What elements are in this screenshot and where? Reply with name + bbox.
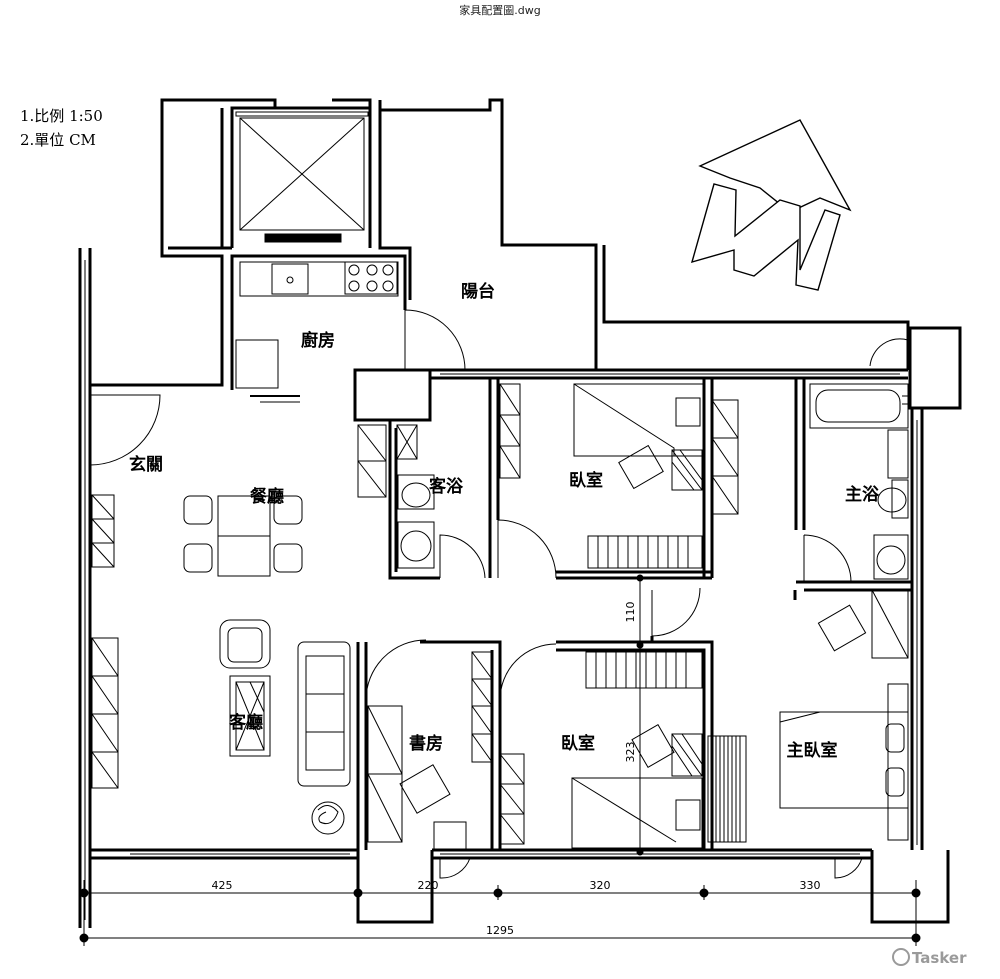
dim-330: 330 bbox=[800, 879, 821, 892]
dim-220: 220 bbox=[418, 879, 439, 892]
dimension-labels: 425 220 320 330 1295 110 323 bbox=[212, 602, 821, 938]
dim-425: 425 bbox=[212, 879, 233, 892]
watermark-logo-icon bbox=[892, 948, 910, 966]
wardrobes bbox=[91, 383, 909, 845]
dim-total: 1295 bbox=[486, 924, 514, 937]
label-entrance: 玄關 bbox=[129, 454, 163, 475]
label-dining: 餐廳 bbox=[250, 486, 284, 507]
label-guest-bath: 客浴 bbox=[428, 476, 464, 497]
dim-corridor: 110 bbox=[624, 602, 637, 623]
document-title: 家具配置圖.dwg bbox=[459, 4, 541, 17]
note-scale: 1.比例 1:50 bbox=[20, 107, 103, 125]
elevator-shaft bbox=[235, 111, 369, 243]
room-labels: 陽台 廚房 玄關 餐廳 客廳 客浴 臥室 主浴 書房 臥室 主臥室 bbox=[129, 281, 880, 761]
furniture bbox=[183, 444, 867, 851]
dimension-lines bbox=[79, 574, 921, 946]
label-living: 客廳 bbox=[228, 712, 263, 733]
label-master-bedroom: 主臥室 bbox=[787, 740, 838, 761]
windows bbox=[84, 260, 918, 920]
label-study: 書房 bbox=[409, 733, 443, 754]
walls bbox=[78, 98, 962, 928]
watermark-text: Tasker bbox=[912, 949, 967, 967]
label-bedroom-north: 臥室 bbox=[569, 470, 603, 491]
watermark: Tasker bbox=[892, 948, 967, 967]
note-unit: 2.單位 CM bbox=[20, 131, 96, 149]
north-arrow bbox=[690, 119, 852, 291]
beds bbox=[571, 383, 909, 849]
label-balcony: 陽台 bbox=[461, 281, 495, 302]
dim-bedroom-depth: 323 bbox=[624, 742, 637, 763]
drawing-notes: 1.比例 1:50 2.單位 CM bbox=[20, 104, 103, 152]
doors bbox=[89, 309, 909, 879]
kitchen-fixtures bbox=[235, 261, 399, 403]
label-kitchen: 廚房 bbox=[301, 330, 335, 351]
label-master-bath: 主浴 bbox=[845, 484, 880, 505]
label-bedroom-south: 臥室 bbox=[561, 733, 595, 754]
dim-320: 320 bbox=[590, 879, 611, 892]
bath-fixtures bbox=[397, 383, 909, 580]
